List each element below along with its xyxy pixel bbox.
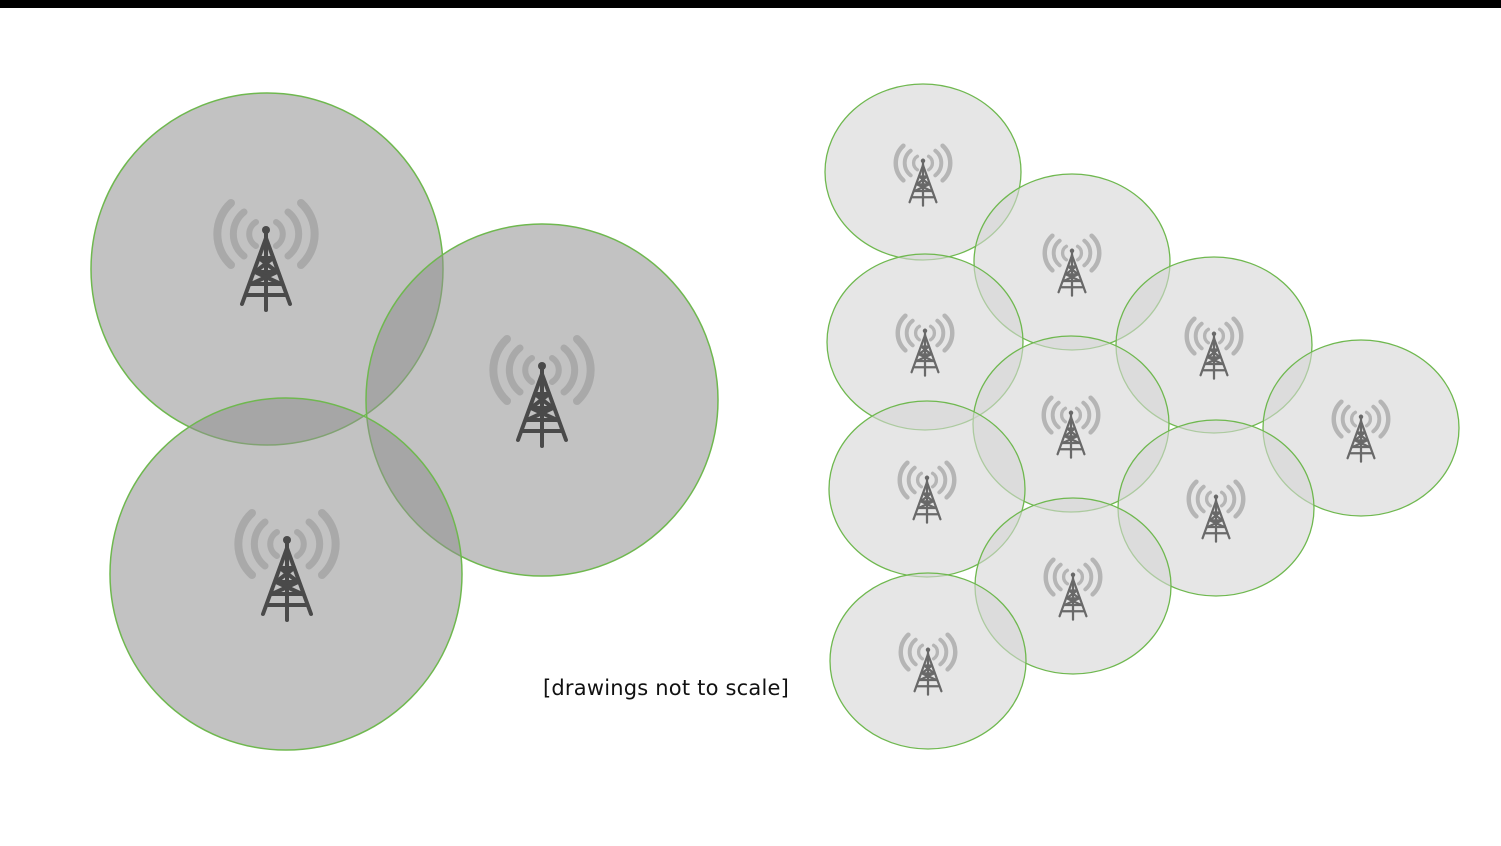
large-cells-group	[90, 92, 719, 751]
top-frame-bar	[0, 0, 1501, 8]
small-cells-group	[824, 83, 1460, 750]
not-to-scale-caption: [drawings not to scale]	[543, 676, 790, 700]
